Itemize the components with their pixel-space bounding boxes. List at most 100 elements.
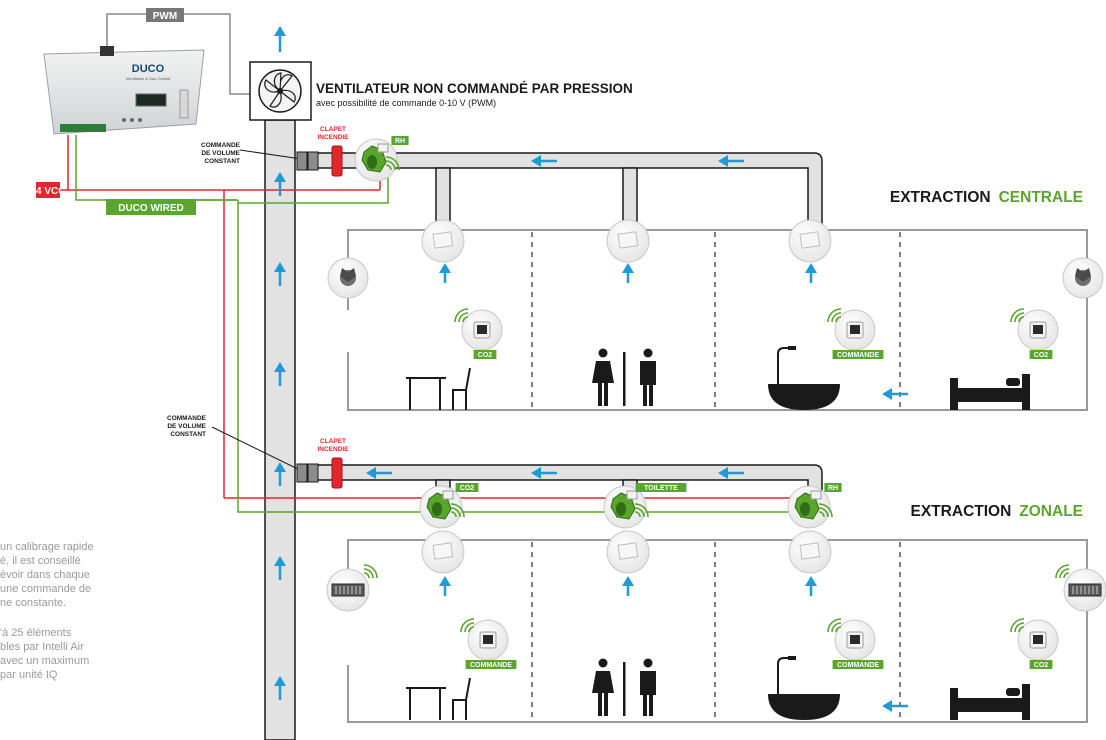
arrow-left-icon [531, 467, 557, 479]
zonal-duct [310, 464, 823, 501]
ceiling-grille-icon [606, 530, 650, 574]
volume-control-central [296, 151, 319, 171]
arrow-left-icon [718, 155, 744, 167]
svg-text:TOILETTE: TOILETTE [644, 485, 678, 492]
toilet-people-icon [592, 658, 656, 716]
svg-text:CONSTANT: CONSTANT [170, 431, 206, 438]
wired-tag [106, 199, 196, 215]
sensor-icon: CO2 [1010, 618, 1059, 669]
svg-text:CONSTANT: CONSTANT [204, 158, 240, 165]
ceiling-grille-icon [421, 530, 465, 574]
arrow-up-icon [274, 462, 286, 486]
svg-text:COMMANDE: COMMANDE [201, 142, 241, 149]
vcc-label: 24 VCC [30, 186, 65, 197]
pwm-tag [146, 8, 184, 22]
svg-text:COMMANDE: COMMANDE [167, 415, 207, 422]
window-vent-icon [326, 564, 378, 612]
arrow-left-icon [718, 467, 744, 479]
arrow-up-icon [274, 26, 286, 52]
controller-box-icon [43, 46, 205, 135]
valve-icon: CO2 [419, 483, 479, 529]
arrow-up-icon [274, 556, 286, 580]
svg-text:COMMANDE: COMMANDE [470, 662, 512, 669]
pwm-label: PWM [153, 11, 177, 22]
svg-text:RH: RH [395, 138, 405, 145]
svg-text:CO2: CO2 [460, 485, 475, 492]
arrow-up-icon [439, 576, 451, 596]
svg-text:CLAPET: CLAPET [320, 126, 346, 133]
zonal-room-outline [347, 539, 1088, 723]
valve-icon: TOILETTE [603, 483, 687, 529]
wall-fan-icon [1062, 257, 1104, 299]
svg-text:CO2: CO2 [1034, 662, 1049, 669]
table-chair-icon [406, 367, 471, 410]
table-chair-icon [406, 677, 471, 720]
volume-control-zonal [296, 463, 319, 483]
toilet-people-icon [592, 348, 656, 406]
svg-text:INCENDIE: INCENDIE [317, 134, 349, 141]
volume-label-central: COMMANDE DE VOLUME CONSTANT [201, 142, 241, 165]
arrow-left-icon [531, 155, 557, 167]
ceiling-grille-icon [788, 530, 832, 574]
fan-title: VENTILATEUR NON COMMANDÉ PAR PRESSION [316, 81, 633, 96]
arrow-left-icon [882, 388, 908, 400]
fan-subtitle: avec possibilité de commande 0-10 V (PWM… [316, 98, 496, 108]
valve-icon: RH [787, 483, 842, 529]
svg-text:INCENDIE: INCENDIE [317, 446, 349, 453]
fan-icon [249, 61, 312, 121]
fire-damper-label-zonal: CLAPET INCENDIE [317, 438, 349, 453]
arrow-up-icon [274, 676, 286, 700]
sensor-icon: COMMANDE [827, 618, 884, 669]
arrow-up-icon [274, 362, 286, 386]
bed-icon [950, 684, 1030, 720]
arrow-up-icon [439, 263, 451, 283]
sensor-icon: CO2 [1010, 308, 1059, 359]
volume-label-zonal: COMMANDE DE VOLUME CONSTANT [167, 415, 207, 438]
ceiling-grille-icon [788, 219, 832, 263]
arrows-layer [274, 26, 908, 712]
arrow-up-icon [805, 263, 817, 283]
pwm-wire [106, 13, 250, 95]
svg-text:DE VOLUME: DE VOLUME [201, 150, 240, 157]
grilles-layer [421, 219, 832, 574]
arrow-left-icon [882, 700, 908, 712]
windows-layer [326, 257, 1106, 612]
fire-damper-zonal [331, 457, 343, 489]
arrow-up-icon [274, 262, 286, 286]
valve-icon: RH [354, 136, 409, 182]
bed-icon [950, 374, 1030, 410]
ceiling-grille-icon [421, 219, 465, 263]
svg-text:CLAPET: CLAPET [320, 438, 346, 445]
bathtub-icon [768, 346, 840, 410]
arrow-left-icon [366, 467, 392, 479]
svg-text:CO2: CO2 [1034, 352, 1049, 359]
arrow-up-icon [805, 576, 817, 596]
side-note-capacity: 'à 25 éléments bles par Intelli Air avec… [0, 627, 90, 681]
svg-text:DE VOLUME: DE VOLUME [167, 423, 206, 430]
sensor-icon: COMMANDE [827, 308, 884, 359]
ceiling-grille-icon [606, 219, 650, 263]
central-room-outline [347, 229, 1088, 411]
controller-subtitle: Ventilation & Sun Control [126, 76, 171, 81]
svg-text:RH: RH [828, 485, 838, 492]
fire-damper-label-central: CLAPET INCENDIE [317, 126, 349, 141]
vcc-tag [36, 182, 60, 198]
arrow-up-icon [274, 172, 286, 196]
controller-brand: DUCO [132, 63, 165, 75]
wall-fan-icon [327, 257, 369, 299]
sensor-icon: COMMANDE [460, 618, 517, 669]
side-note-calibration: un calibrage rapide é, il est conseillé … [0, 541, 94, 609]
vcc-wiring [60, 135, 820, 499]
svg-text:COMMANDE: COMMANDE [837, 662, 879, 669]
wired-label: DUCO WIRED [118, 203, 184, 214]
sensor-icon: CO2 [454, 308, 503, 359]
svg-text:COMMANDE: COMMANDE [837, 352, 879, 359]
arrow-up-icon [622, 576, 634, 596]
main-shaft [264, 119, 296, 740]
arrow-up-icon [622, 263, 634, 283]
